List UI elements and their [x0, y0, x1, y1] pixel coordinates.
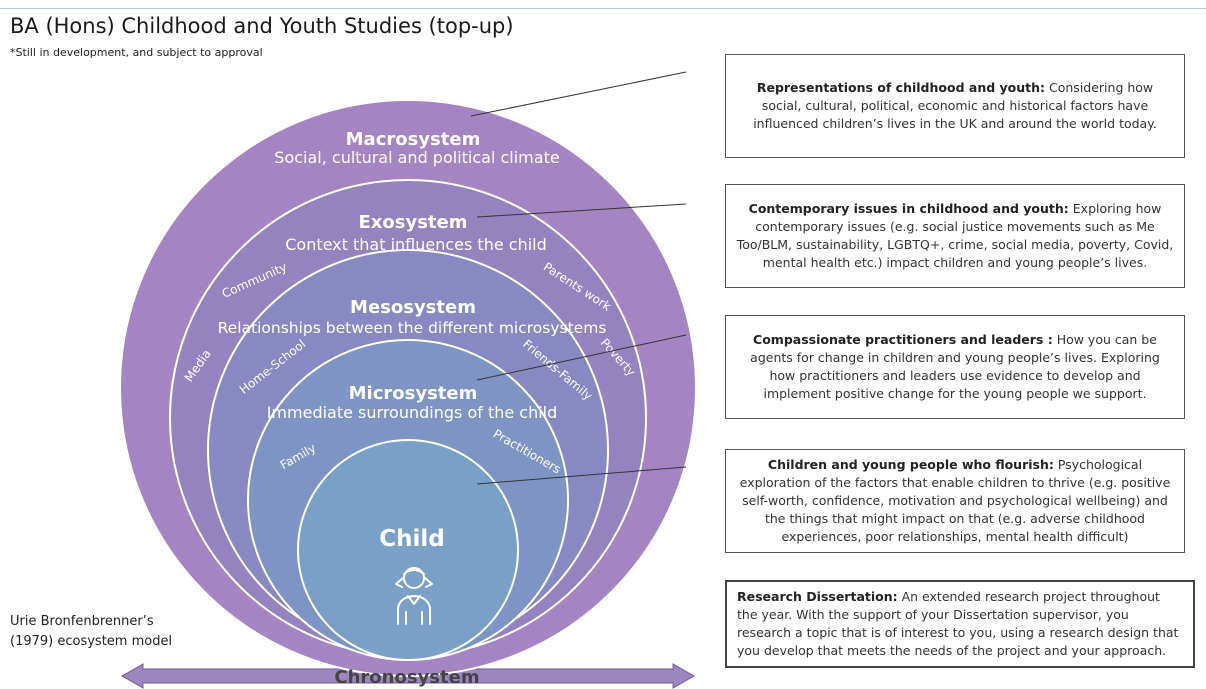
module-box-representations: Representations of childhood and youth: …	[725, 54, 1185, 158]
module-box-compassionate-practitioners: Compassionate practitioners and leaders …	[725, 315, 1185, 419]
exosystem-desc: Context that influences the child	[285, 235, 547, 254]
connector-line-exo	[476, 203, 687, 218]
module-heading: Research Dissertation:	[737, 589, 898, 604]
exosystem-name: Exosystem	[358, 212, 467, 233]
macrosystem-desc: Social, cultural and political climate	[274, 148, 559, 167]
top-border	[0, 8, 1206, 9]
module-box-research-dissertation: Research Dissertation: An extended resea…	[725, 580, 1195, 668]
module-description: Psychological exploration of the factors…	[739, 457, 1171, 544]
module-description: How you can be agents for change in chil…	[750, 332, 1160, 401]
child-name: Child	[379, 526, 445, 552]
credit-line-1: Urie Bronfenbrenner’s	[10, 614, 154, 629]
child-circle	[297, 439, 519, 661]
chronosystem-label: Chronosystem	[334, 667, 479, 688]
module-description: An extended research project throughout …	[737, 589, 1179, 658]
module-box-content: Compassionate practitioners and leaders …	[736, 331, 1174, 403]
module-description: Considering how social, cultural, politi…	[753, 80, 1157, 131]
model-credit: Urie Bronfenbrenner’s (1979) ecosystem m…	[10, 612, 210, 652]
microsystem-name: Microsystem	[349, 383, 478, 404]
module-box-content: Representations of childhood and youth: …	[736, 79, 1174, 133]
module-heading: Representations of childhood and youth:	[756, 80, 1046, 95]
page-title: BA (Hons) Childhood and Youth Studies (t…	[10, 14, 514, 38]
connector-line-meso	[476, 334, 687, 381]
macrosystem-name: Macrosystem	[346, 129, 481, 150]
microsystem-desc: Immediate surroundings of the child	[267, 403, 558, 422]
module-box-content: Contemporary issues in childhood and you…	[736, 200, 1174, 272]
module-heading: Contemporary issues in childhood and you…	[748, 201, 1069, 216]
connector-line-micro	[476, 466, 687, 485]
module-box-contemporary-issues: Contemporary issues in childhood and you…	[725, 184, 1185, 288]
mesosystem-desc: Relationships between the different micr…	[218, 319, 607, 337]
module-box-content: Children and young people who flourish: …	[736, 456, 1174, 546]
credit-line-2: (1979) ecosystem model	[10, 634, 173, 649]
mesosystem-name: Mesosystem	[350, 297, 476, 318]
module-description: Exploring how contemporary issues (e.g. …	[736, 201, 1174, 270]
module-heading: Children and young people who flourish:	[767, 457, 1054, 472]
page-subtitle: *Still in development, and subject to ap…	[10, 46, 263, 59]
module-heading: Compassionate practitioners and leaders …	[753, 332, 1053, 347]
module-box-flourish: Children and young people who flourish: …	[725, 449, 1185, 553]
child-icon	[395, 567, 433, 625]
connector-line-macro	[470, 71, 687, 117]
module-box-content: Research Dissertation: An extended resea…	[737, 588, 1183, 660]
